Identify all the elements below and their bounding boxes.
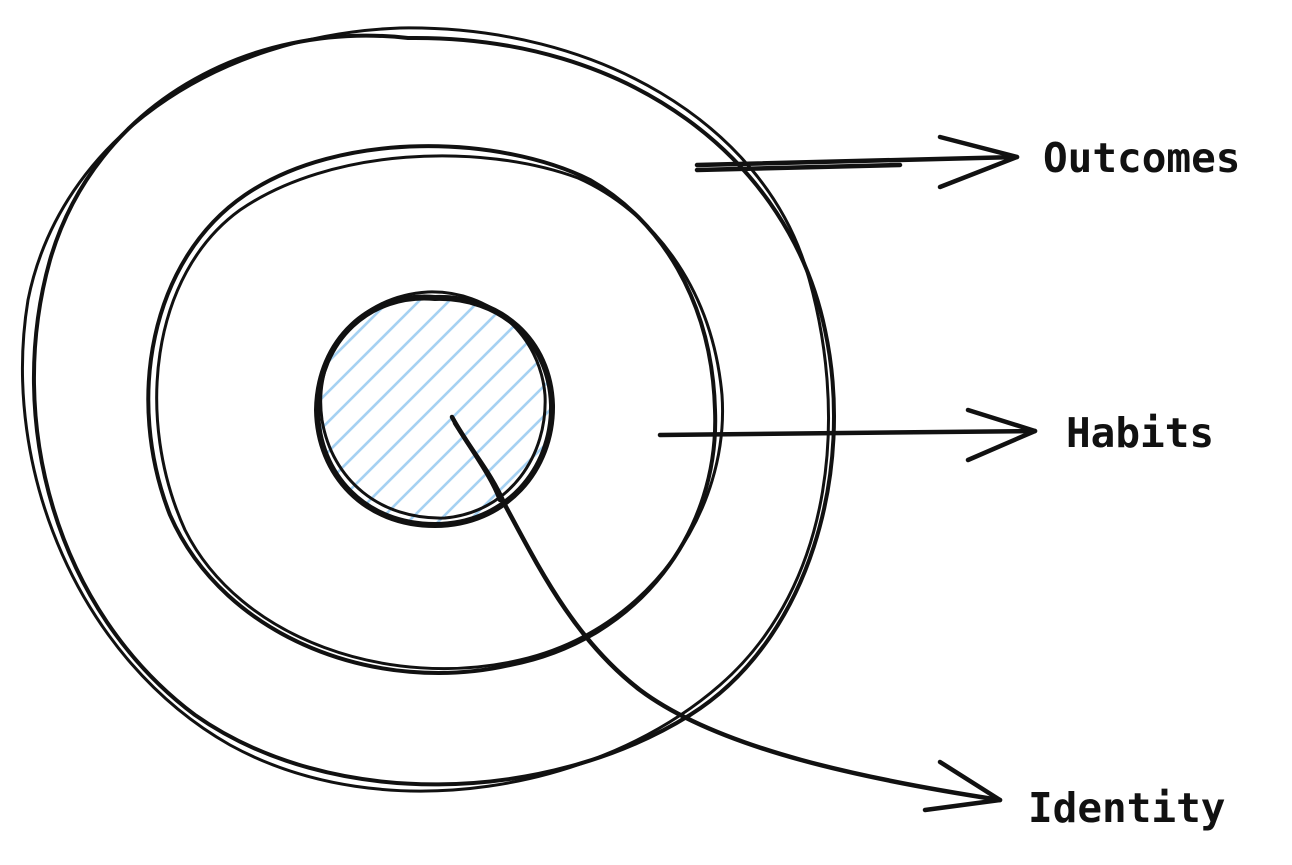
identity-label: Identity bbox=[1028, 784, 1225, 832]
habits-label: Habits bbox=[1066, 409, 1214, 457]
core-hatch-fill bbox=[317, 297, 553, 525]
outer-ring bbox=[20, 26, 836, 793]
outcomes-arrow bbox=[694, 134, 1020, 190]
middle-ring bbox=[146, 144, 725, 675]
outcomes-label: Outcomes bbox=[1043, 134, 1240, 182]
habits-arrow bbox=[657, 407, 1038, 463]
identity-arrow bbox=[449, 414, 1003, 813]
inner-core bbox=[314, 290, 556, 528]
